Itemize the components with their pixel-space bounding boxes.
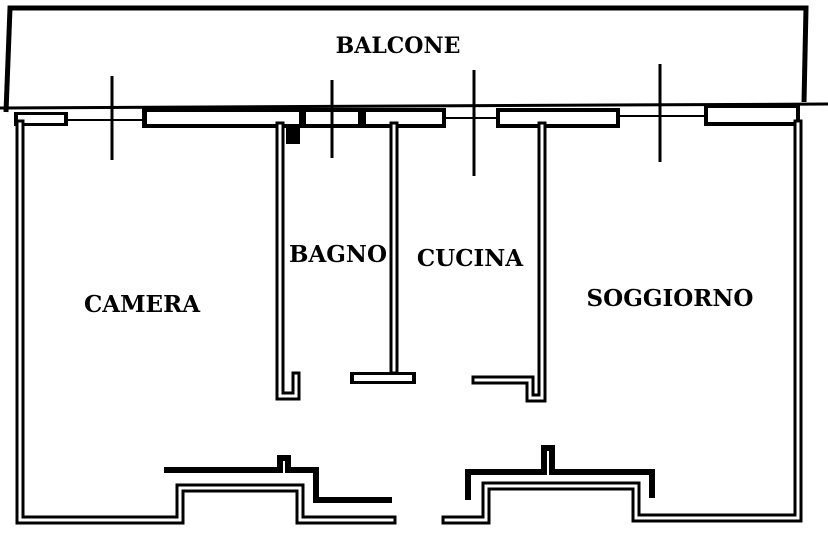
opening-marks [110, 64, 662, 176]
balcony-outline [0, 5, 828, 113]
label-cucina: CUCINA [417, 245, 524, 272]
label-soggiorno: SOGGIORNO [587, 285, 754, 312]
interior-walls [275, 121, 547, 403]
exterior-walls [14, 104, 803, 525]
label-camera: CAMERA [84, 291, 201, 318]
label-balcone: BALCONE [336, 33, 461, 59]
label-bagno: BAGNO [289, 241, 387, 268]
